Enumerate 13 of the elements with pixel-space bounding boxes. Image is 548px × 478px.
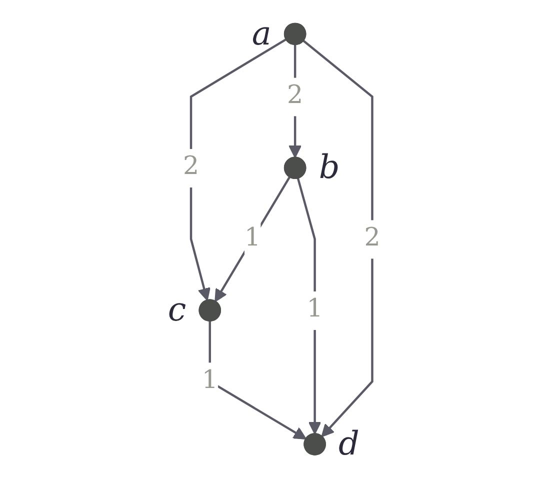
edge-label: 2 <box>182 152 199 182</box>
node-label: a <box>252 14 272 52</box>
arrow <box>302 40 374 438</box>
node-label: b <box>318 148 340 186</box>
node-label: c <box>168 290 186 329</box>
edge-label: 1 <box>202 366 218 396</box>
edge-label: 2 <box>364 223 380 253</box>
arrow <box>214 176 291 302</box>
edge-label: 1 <box>306 294 323 324</box>
edge-label: 1 <box>244 223 260 253</box>
node-label: d <box>338 424 360 463</box>
edge-label: 2 <box>286 80 304 110</box>
arrow <box>190 38 287 301</box>
